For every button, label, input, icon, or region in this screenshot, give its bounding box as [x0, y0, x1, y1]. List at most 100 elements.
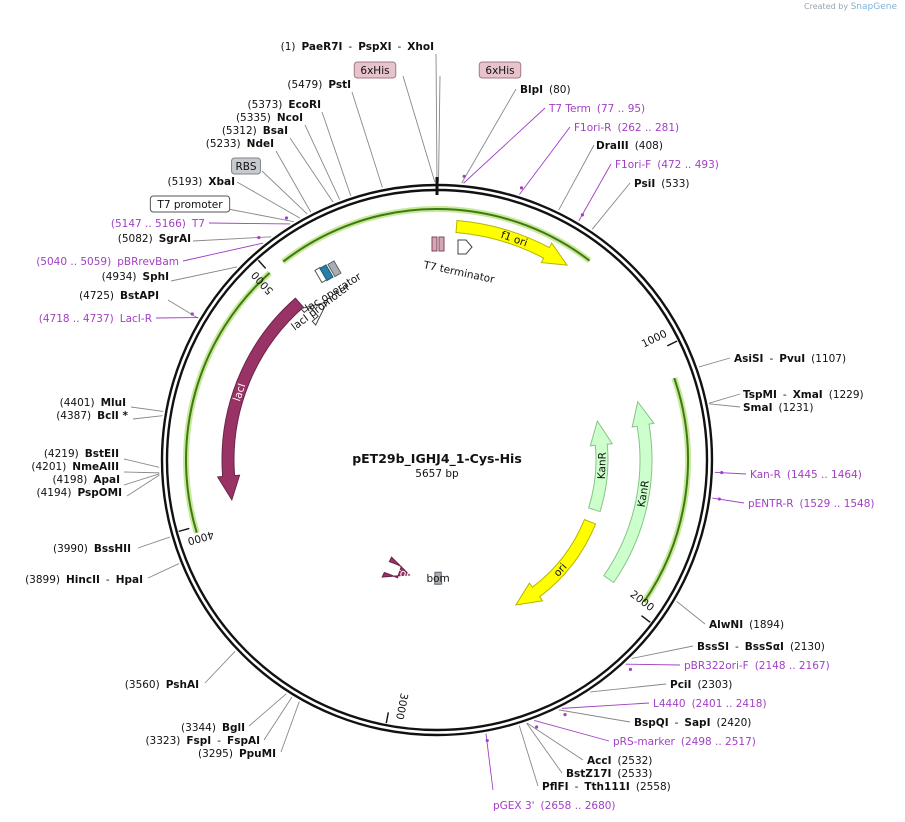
site-2532-part: (2532): [617, 755, 652, 767]
site-4201-part: (4201): [31, 461, 66, 473]
site-5373-leader: [321, 111, 352, 196]
site-1-part: XhoI: [407, 41, 434, 53]
backbone: [160, 177, 714, 737]
site-1229-part: (1229): [829, 389, 864, 401]
site-4198-leader: [123, 473, 160, 486]
laci-label: lacI: [231, 382, 248, 403]
primer-t7-term-part: T7 Term: [548, 103, 591, 115]
site-4387-leader: [132, 415, 163, 420]
primer-laci-r-label: (4718 .. 4737)LacI-R: [39, 313, 152, 325]
site-4194-label: (4194)PspOMI: [37, 487, 122, 499]
primer-pentr-r-leader: [712, 497, 745, 504]
site-2558-part: Tth111I: [584, 781, 629, 793]
site-1894-part: AlwNI: [709, 619, 743, 631]
laci-promoter-arrow: [300, 301, 329, 326]
site-2532-leader: [526, 722, 584, 761]
site-2420-label: BspQI-SapI(2420): [634, 717, 751, 729]
site-1229-part: -: [783, 389, 787, 401]
box-rbs-leader: [261, 170, 308, 215]
box-6xhis-left-box: [353, 61, 397, 79]
primer-kan-r-part: Kan-R: [750, 469, 781, 481]
primer-prs-marker-label: pRS-marker(2498 .. 2517): [613, 736, 756, 748]
site-5312-part: BsaI: [263, 125, 288, 137]
site-2130-label: BssSI-BssSαI(2130): [697, 641, 825, 653]
site-4725-part: BstAPI: [120, 290, 159, 302]
site-5193-part: XbaI: [208, 176, 235, 188]
box-t7-promoter-box: [149, 195, 231, 213]
site-5193-leader: [236, 181, 301, 219]
site-5335-part: (5335): [236, 112, 271, 124]
site-1229-part: XmaI: [793, 389, 823, 401]
kanr-inner-label: KanR: [596, 452, 609, 479]
primer-pgex-3-part: (2658 .. 2680): [541, 800, 616, 812]
site-4219-leader: [123, 458, 160, 468]
site-4401-leader: [130, 406, 164, 412]
site-2420-part: -: [675, 717, 679, 729]
primer-l4440-part: L4440: [653, 698, 686, 710]
box-6xhis-right-box: [478, 61, 522, 79]
site-3560-part: (3560): [125, 679, 160, 691]
site-4194-leader: [126, 474, 160, 497]
bom-arrow: [434, 571, 443, 585]
rop-label: rop: [394, 566, 414, 582]
site-2303-leader: [590, 683, 667, 693]
site-3323-part: (3323): [145, 735, 180, 747]
site-2558-part: (2558): [636, 781, 671, 793]
primer-t7-term-leader: [463, 107, 546, 184]
site-4219-part: (4219): [44, 448, 79, 460]
orf-1: [282, 208, 591, 263]
primer-prs-marker-part: (2498 .. 2517): [681, 736, 756, 748]
tick-label-1000: 1000: [640, 328, 669, 351]
site-2130-part: BssSαI: [745, 641, 784, 653]
site-1-leader: [435, 53, 438, 183]
site-5082-part: (5082): [118, 233, 153, 245]
t7-terminator-label: T7 terminator: [421, 259, 496, 286]
site-3899-label: (3899)HincII-HpaI: [25, 574, 143, 586]
primer-pentr-r-marker: [717, 497, 721, 501]
site-1-part: -: [398, 41, 402, 53]
site-1-part: -: [348, 41, 352, 53]
site-3899-part: -: [106, 574, 110, 586]
primer-f1ori-f-part: (472 .. 493): [657, 159, 719, 171]
primer-pbrrevbam-marker: [257, 235, 261, 240]
site-80-leader: [461, 88, 517, 184]
site-5312-part: (5312): [222, 125, 257, 137]
plasmid-name: pET29b_IGHJ4_1-Cys-His: [352, 451, 522, 467]
site-408-part: DraIII: [596, 140, 629, 152]
site-5479-part: (5479): [287, 79, 322, 91]
site-4934-label: (4934)SphI: [102, 271, 169, 283]
site-533-label: PsiI(533): [634, 178, 690, 190]
his-tag-block-2: [438, 236, 445, 252]
site-3899-part: HincII: [66, 574, 100, 586]
primer-pbrrevbam-leader: [182, 242, 264, 262]
tick-3000: [385, 712, 390, 724]
box-rbs-box: [231, 157, 261, 175]
primer-laci-r-part: LacI-R: [120, 313, 152, 325]
f1-ori-arrow: [455, 219, 569, 266]
tick-5000: [257, 259, 267, 269]
kanr-outer-arrow: [603, 400, 655, 584]
site-1229-part: TspMI: [743, 389, 777, 401]
site-1107-leader: [698, 357, 731, 368]
site-4387-part: (4387): [56, 410, 91, 422]
site-5233-part: NdeI: [247, 138, 274, 150]
primer-f1ori-r-part: (262 .. 281): [617, 122, 679, 134]
site-4201-label: (4201)NmeAIII: [31, 461, 119, 473]
site-3344-part: (3344): [181, 722, 216, 734]
rop-arrow: [381, 556, 411, 579]
site-3990-part: (3990): [53, 543, 88, 555]
site-3323-label: (3323)FspI-FspAI: [145, 735, 260, 747]
site-2558-label: PflFI-Tth111I(2558): [542, 781, 671, 793]
site-2303-part: (2303): [697, 679, 732, 691]
site-1107-part: PvuI: [779, 353, 805, 365]
site-3295-leader: [280, 701, 300, 753]
box-6xhis-right-text: 6xHis: [485, 65, 514, 77]
site-2420-part: SapI: [684, 717, 710, 729]
site-3344-part: BglI: [222, 722, 245, 734]
site-5335-label: (5335)NcoI: [236, 112, 303, 124]
site-4198-part: ApaI: [93, 474, 120, 486]
site-5479-part: PstI: [328, 79, 351, 91]
primer-laci-r-marker: [190, 312, 194, 316]
kanr-outer-label: KanR: [636, 479, 652, 508]
site-5082-part: SgrAI: [159, 233, 191, 245]
